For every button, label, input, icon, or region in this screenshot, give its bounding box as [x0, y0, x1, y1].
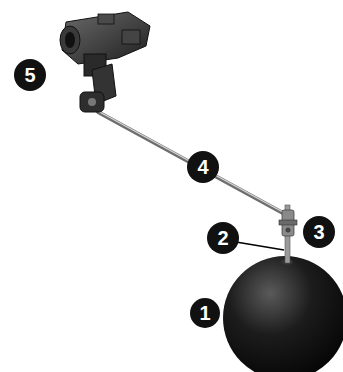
callout-circle	[14, 59, 46, 91]
leader-line	[236, 242, 284, 250]
callout-number: 4	[187, 151, 219, 183]
callout-circle	[190, 298, 220, 328]
callout-circle	[303, 216, 335, 248]
callout-number: 5	[14, 59, 46, 91]
float-arm	[98, 112, 292, 218]
arm-clamp	[279, 210, 297, 236]
callout-number: 2	[207, 222, 239, 254]
callout-number: 1	[189, 297, 221, 329]
callout-circle	[207, 222, 239, 254]
valve-body	[60, 12, 150, 112]
callout-number: 3	[303, 216, 335, 248]
callout-circle	[187, 151, 219, 183]
float-ball	[223, 256, 343, 372]
float-arm-highlight	[98, 111, 292, 217]
callout-circle	[189, 297, 221, 329]
